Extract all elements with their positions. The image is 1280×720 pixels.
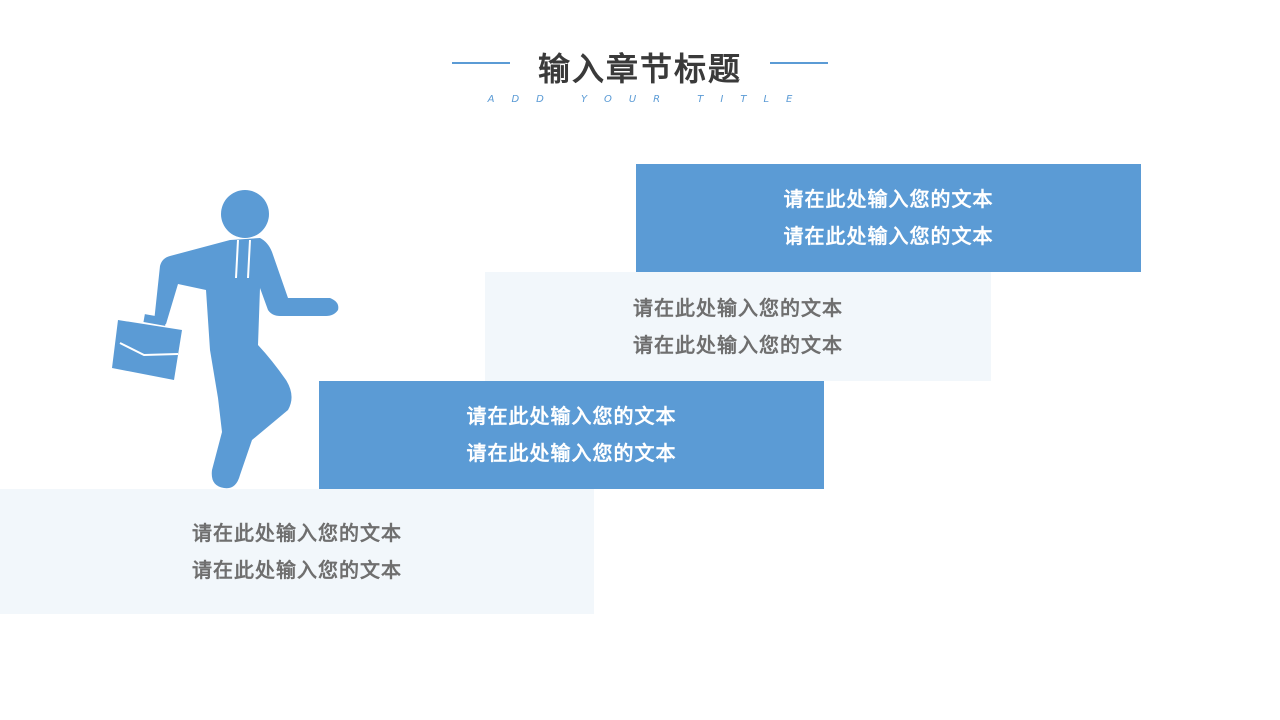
step-3-line-1[interactable]: 请在此处输入您的文本 (466, 404, 677, 428)
step-panel-4: 请在此处输入您的文本 请在此处输入您的文本 (0, 489, 594, 614)
step-2-line-1[interactable]: 请在此处输入您的文本 (633, 295, 843, 320)
step-4-line-2[interactable]: 请在此处输入您的文本 (192, 557, 402, 582)
step-panel-3: 请在此处输入您的文本 请在此处输入您的文本 (319, 381, 824, 489)
title-divider-left (452, 62, 510, 64)
title-divider-right (770, 62, 828, 64)
step-1-line-1[interactable]: 请在此处输入您的文本 (783, 187, 994, 211)
step-panel-1: 请在此处输入您的文本 请在此处输入您的文本 (636, 164, 1141, 272)
section-header: 输入章节标题 ADD YOUR TITLE (0, 40, 1280, 110)
step-1-line-2[interactable]: 请在此处输入您的文本 (783, 224, 994, 248)
section-title[interactable]: 输入章节标题 (537, 50, 742, 88)
step-panel-2: 请在此处输入您的文本 请在此处输入您的文本 (485, 272, 991, 381)
section-subtitle[interactable]: ADD YOUR TITLE (487, 94, 810, 105)
step-2-line-2[interactable]: 请在此处输入您的文本 (633, 332, 843, 357)
step-3-line-2[interactable]: 请在此处输入您的文本 (466, 441, 677, 465)
step-4-line-1[interactable]: 请在此处输入您的文本 (192, 520, 402, 545)
businessman-walking-icon (100, 170, 360, 500)
